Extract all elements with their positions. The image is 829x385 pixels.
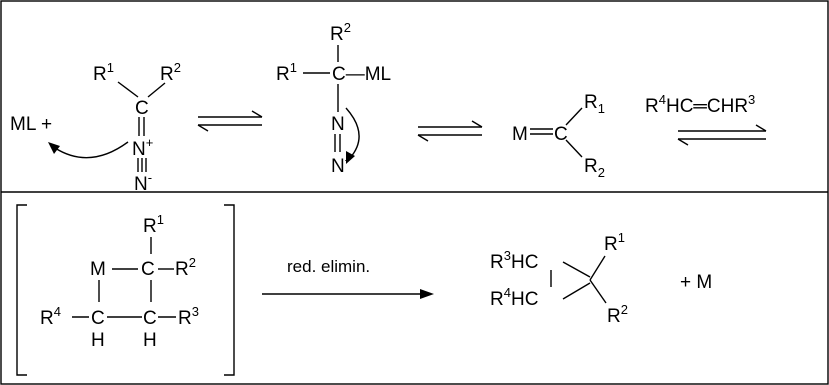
svg-text:R2: R2 — [607, 302, 628, 327]
svg-text:R2: R2 — [584, 156, 605, 180]
svg-text:R4HC: R4HC — [490, 285, 538, 310]
mc-h-right: H — [143, 330, 157, 351]
svg-text:R2: R2 — [160, 60, 181, 85]
diazo-r1: R — [93, 64, 107, 85]
svg-text:N+: N+ — [132, 135, 153, 160]
svg-text:R1: R1 — [604, 230, 625, 255]
adduct-r1: R — [276, 64, 290, 85]
carbene-r2: R — [584, 156, 598, 177]
mc-r1: R — [143, 216, 157, 237]
ml-reagent: ML + — [10, 114, 52, 135]
carbene-m: M — [512, 124, 528, 145]
adduct-n2: N — [331, 156, 345, 177]
mc-c-right: C — [143, 308, 157, 329]
svg-text:R2: R2 — [175, 255, 196, 280]
mc-m: M — [90, 259, 106, 280]
adduct-r2: R — [330, 24, 344, 45]
carbene-c: C — [554, 124, 568, 145]
mc-r4: R — [40, 308, 54, 329]
svg-text:R1: R1 — [584, 92, 605, 116]
svg-text:R1: R1 — [93, 60, 114, 85]
svg-text:R4: R4 — [40, 304, 61, 329]
cp-r3: R — [490, 252, 504, 273]
diazo-compound: R1 R2 C N+ N- ML + — [10, 60, 181, 195]
equilibrium-arrow-1 — [197, 110, 263, 132]
cyclopropane-product: R3HC R4HC R1 R2 + M — [490, 230, 712, 327]
carbene-r1: R — [584, 92, 598, 113]
svg-text:R3HC: R3HC — [490, 248, 538, 273]
alkene: R4HC═CHR3 — [645, 92, 755, 117]
cp-r1: R — [604, 234, 618, 255]
diazo-carbon: C — [135, 98, 149, 119]
mc-r2: R — [175, 259, 189, 280]
metal-carbene: M C R1 R2 — [512, 92, 605, 180]
equilibrium-arrow-2 — [417, 120, 483, 142]
bracket-right — [224, 204, 235, 376]
arrow-label: red. elimin. — [287, 257, 370, 276]
diazo-r2: R — [160, 64, 174, 85]
metal-adduct: R2 R1 C—ML N N- — [276, 20, 391, 177]
cp-r2: R — [607, 306, 621, 327]
metallacyclobutane: R1 M C R2 R4 C C R3 H H — [40, 212, 199, 351]
mc-c-left: C — [91, 308, 105, 329]
adduct-n1: N — [331, 114, 345, 135]
mc-c-top: C — [141, 259, 155, 280]
reductive-elimination-arrow: red. elimin. — [262, 257, 434, 299]
adduct-c-ml: C—ML — [332, 64, 391, 85]
svg-text:N-: N- — [134, 170, 152, 195]
equilibrium-arrow-3 — [677, 124, 767, 146]
mc-h-left: H — [91, 330, 105, 351]
diazo-n-minus: N — [134, 174, 148, 195]
svg-text:R4HC═CHR3: R4HC═CHR3 — [645, 92, 755, 117]
svg-text:R2: R2 — [330, 20, 351, 45]
svg-text:R1: R1 — [276, 60, 297, 85]
cp-r4: R — [490, 289, 504, 310]
svg-text:R3: R3 — [178, 304, 199, 329]
bracket-left — [16, 204, 27, 376]
svg-text:R1: R1 — [143, 212, 164, 237]
plus-metal: + M — [680, 272, 712, 293]
diazo-n-plus: N — [132, 139, 146, 160]
alkene-r4: R — [645, 96, 659, 117]
mc-r3: R — [178, 308, 192, 329]
